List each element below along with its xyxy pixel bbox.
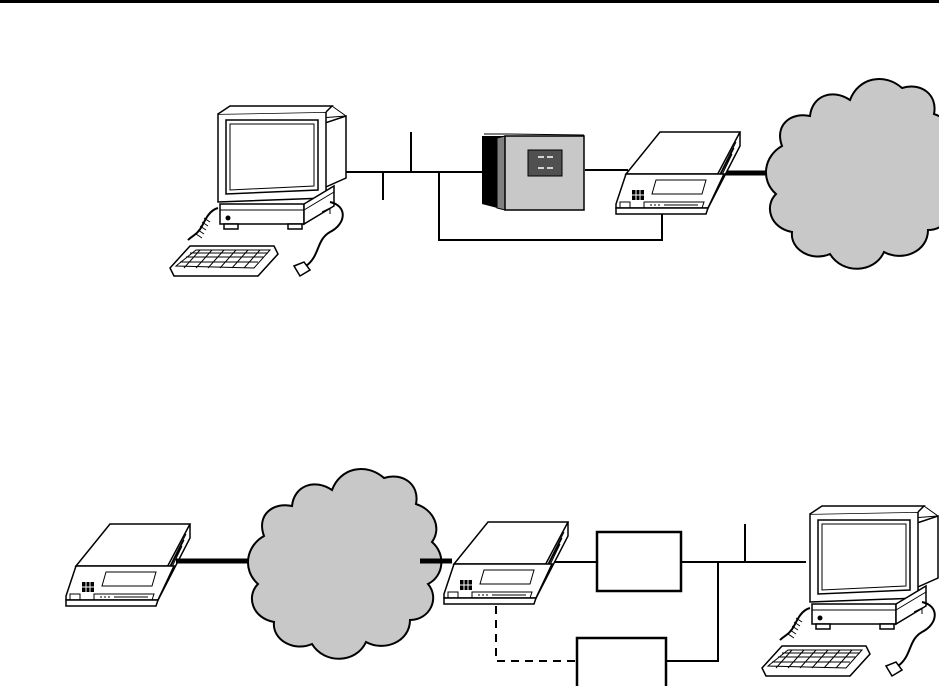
- local-modem-icon[interactable]: [444, 522, 568, 604]
- top-rule: [0, 0, 939, 3]
- remote-modem-icon[interactable]: [66, 524, 190, 606]
- modem-icon[interactable]: [616, 132, 740, 214]
- box-lower[interactable]: [577, 638, 666, 686]
- box-upper[interactable]: [597, 532, 681, 591]
- server-icon[interactable]: [482, 134, 584, 210]
- top-diagram: [170, 79, 939, 276]
- cloud-icon: [248, 469, 441, 659]
- bottom-diagram: [66, 469, 938, 686]
- modem-to-box-lower-dashed-line: [496, 606, 577, 661]
- workstation-icon[interactable]: [170, 106, 346, 276]
- cloud-icon: [766, 79, 939, 269]
- workstation-icon[interactable]: [762, 506, 938, 676]
